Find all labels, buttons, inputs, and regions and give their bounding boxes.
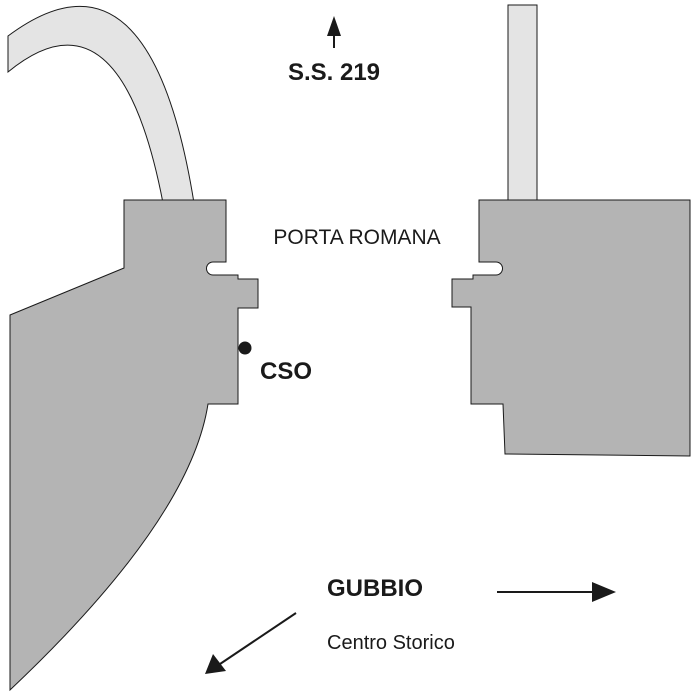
gate-label: PORTA ROMANA (273, 226, 440, 249)
town-label: GUBBIO (327, 575, 423, 602)
right-arrow-icon (497, 582, 616, 602)
road-curved (7, 6, 195, 204)
cso-marker-icon (238, 341, 252, 355)
down-left-arrow-icon (205, 612, 297, 674)
right-building (451, 199, 691, 457)
center-label: Centro Storico (327, 632, 455, 654)
north-arrow-icon (327, 16, 341, 48)
left-building (9, 199, 259, 692)
road-label: S.S. 219 (288, 59, 380, 86)
road-straight (507, 4, 538, 204)
cso-label: CSO (260, 358, 312, 385)
